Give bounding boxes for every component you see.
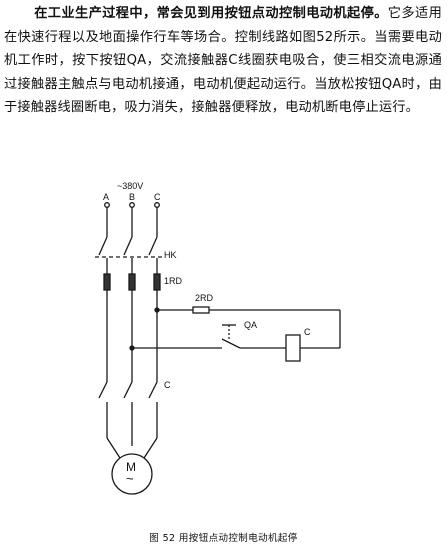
qa-label: QA (244, 320, 258, 330)
contactor-c-label: C (164, 380, 171, 390)
push-button-qa (132, 324, 241, 349)
paragraph-sentence-1: 在工业生产过程中，常会见到用按钮点动控制电动机起停。 (34, 6, 388, 21)
motor-m (111, 453, 153, 495)
junction-b (129, 345, 135, 351)
motor-m-label: M (126, 460, 136, 474)
description-paragraph: 在工业生产过程中，常会见到用按钮点动控制电动机起停。它多适用在快速行程以及地面操… (4, 2, 442, 120)
phase-c-label: C (154, 192, 161, 202)
figure-caption: 图 52 用按钮点动控制电动机起停 (149, 533, 298, 544)
phase-b-label: B (129, 192, 136, 202)
terminal-b (129, 202, 135, 208)
coil-c-label: C (304, 327, 311, 337)
knife-switch-hk (95, 236, 163, 266)
fuse-2rd (192, 306, 210, 314)
terminal-c (154, 202, 160, 208)
paragraph-sentence-2: 它多适用在快速行程以及地面操作行车等场合。控制线路如图52所示。当需要电动机工作… (4, 6, 442, 116)
coil-c (285, 334, 301, 362)
1rd-label: 1RD (164, 276, 183, 286)
terminal-a (104, 202, 110, 208)
contactor-main-contacts (98, 381, 158, 446)
fuse-1rd (103, 266, 161, 291)
motor-ac-symbol: ~ (126, 471, 134, 486)
supply-voltage-label: ~380V (117, 181, 144, 191)
phase-a-label: A (103, 192, 110, 202)
2rd-label: 2RD (195, 293, 214, 303)
hk-label: HK (164, 250, 177, 260)
